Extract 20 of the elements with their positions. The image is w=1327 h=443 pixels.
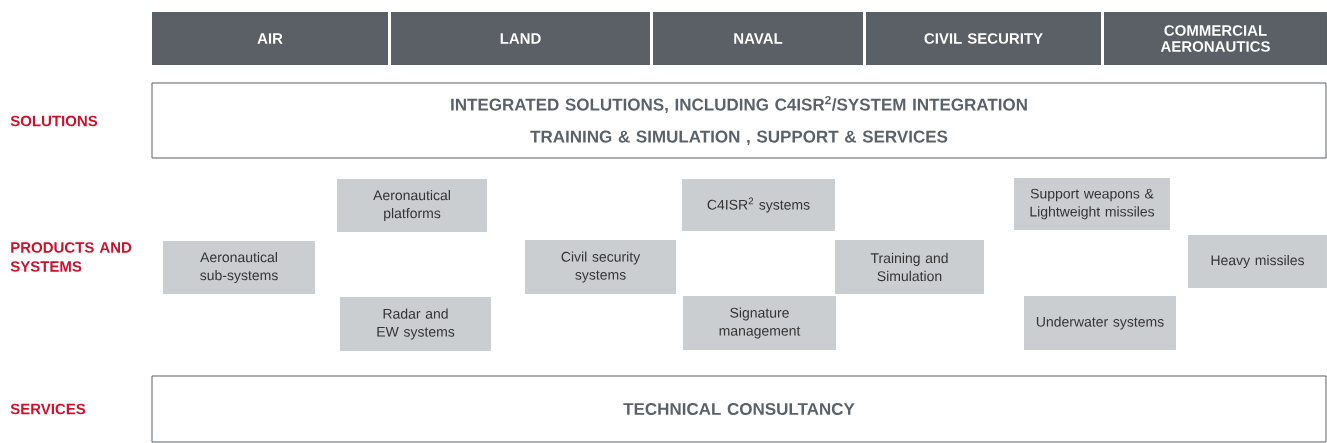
product-box: Aeronautical sub-systems	[163, 241, 315, 294]
product-box: Signature management	[683, 296, 836, 350]
row-label: PRODUCTS AND SYSTEMS	[10, 242, 132, 272]
row-label: SOLUTIONS	[10, 115, 98, 127]
column-header: AIR	[152, 12, 388, 65]
product-box: Aeronautical platforms	[337, 179, 487, 232]
column-header: COMMERCIAL AERONAUTICS	[1104, 12, 1327, 65]
category-band: INTEGRATED SOLUTIONS, INCLUDING C4ISR$^{2}$/SYSTEM INTEGRATION TRAINING & SIMULATION , SUPPORT & SERVICES	[151, 82, 1327, 159]
category-band: TECHNICAL CONSULTANCY	[151, 375, 1327, 443]
product-box: Radar and EW systems	[340, 297, 491, 351]
column-header: LAND	[391, 12, 650, 65]
product-box: Heavy missiles	[1188, 235, 1327, 288]
product-box: Support weapons & Lightweight missiles	[1014, 178, 1170, 230]
product-box: Training and Simulation	[835, 240, 984, 294]
product-box: Civil security systems	[525, 240, 676, 294]
row-label: SERVICES	[10, 403, 86, 415]
product-box: C4ISR$^{2}$ systems	[682, 179, 835, 231]
product-box: Underwater systems	[1024, 296, 1176, 350]
column-header: CIVIL SECURITY	[866, 12, 1101, 65]
column-header: NAVAL	[653, 12, 863, 65]
